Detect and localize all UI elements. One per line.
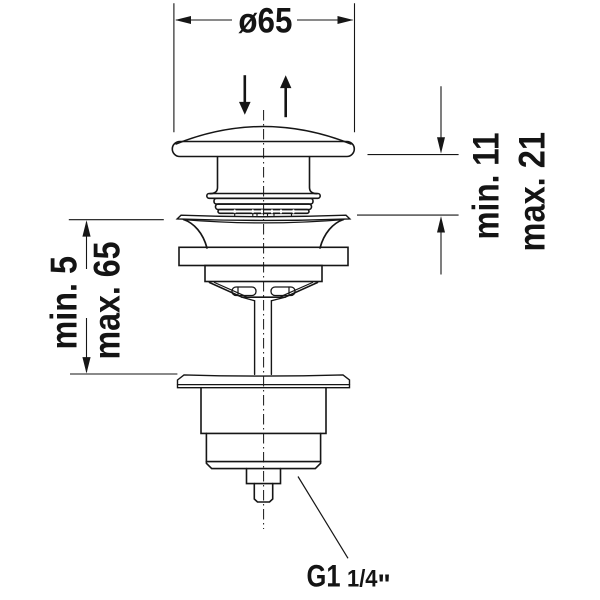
svg-text:min. 5: min. 5: [44, 256, 85, 350]
svg-text:max. 21: max. 21: [512, 132, 553, 252]
svg-text:min. 11: min. 11: [466, 133, 507, 240]
svg-text:G11/4": G11/4": [307, 558, 391, 600]
svg-text:ø65: ø65: [238, 2, 292, 41]
svg-text:max. 65: max. 65: [87, 242, 128, 360]
